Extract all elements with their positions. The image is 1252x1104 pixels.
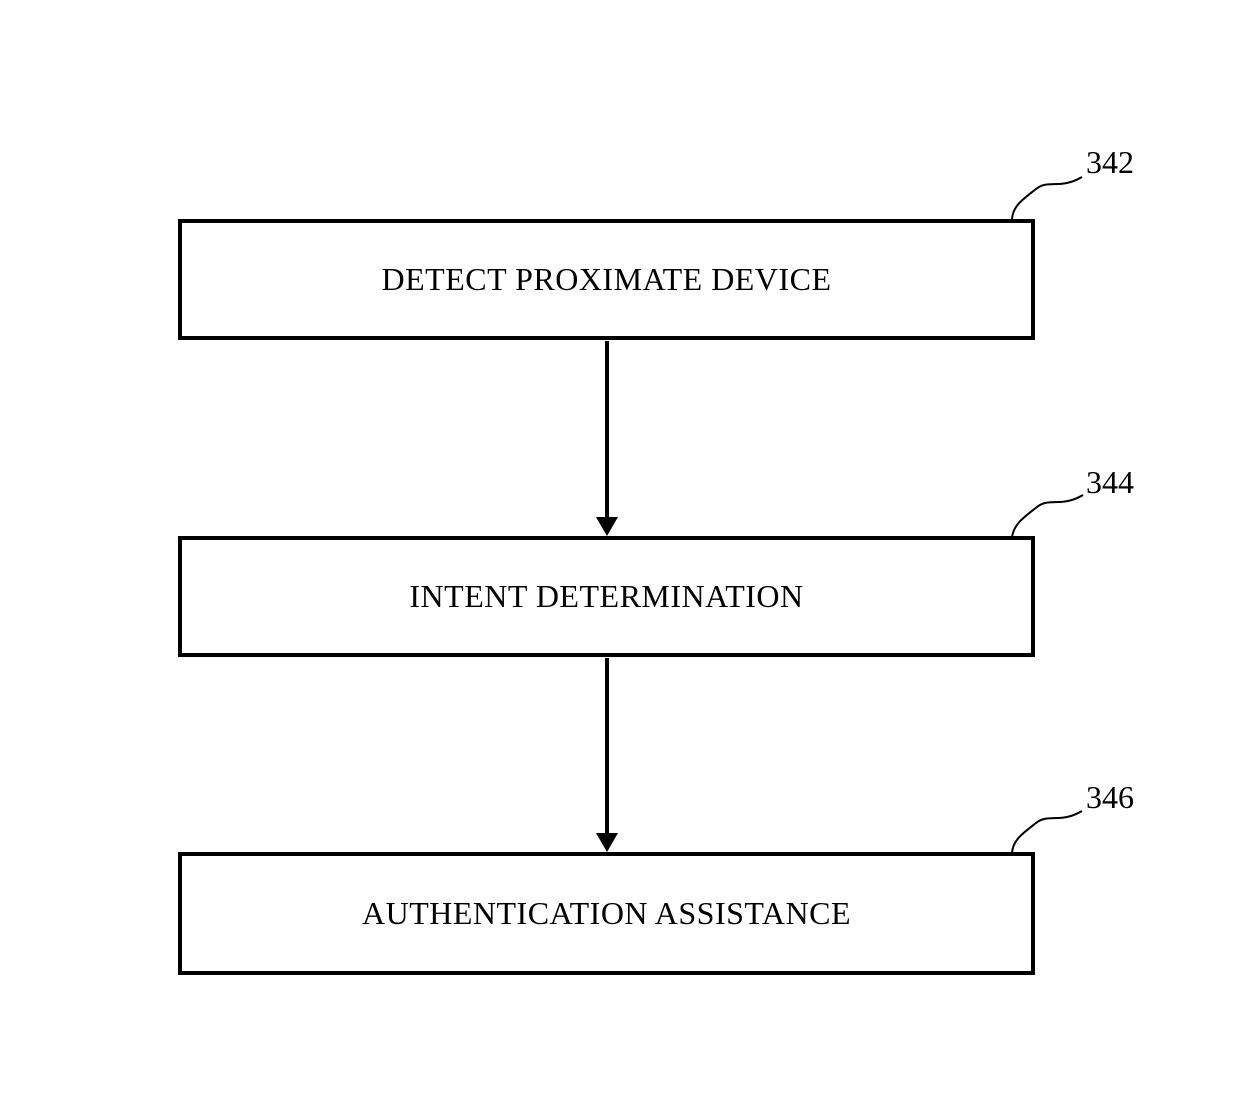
flow-box-intent-determination: INTENT DETERMINATION — [178, 536, 1035, 657]
flow-box-label: INTENT DETERMINATION — [409, 578, 804, 614]
arrowhead-down-icon — [596, 833, 618, 852]
ref-numeral-344: 344 — [1086, 464, 1134, 500]
flow-box-label: DETECT PROXIMATE DEVICE — [381, 261, 832, 297]
ref-numeral-342: 342 — [1086, 144, 1134, 180]
flow-box-label: AUTHENTICATION ASSISTANCE — [361, 895, 852, 931]
flow-box-detect-proximate-device: DETECT PROXIMATE DEVICE — [178, 219, 1035, 340]
leader-line-346 — [1011, 810, 1083, 854]
ref-numeral-346: 346 — [1086, 779, 1134, 815]
flow-box-authentication-assistance: AUTHENTICATION ASSISTANCE — [178, 852, 1035, 975]
leader-line-342 — [1011, 176, 1083, 220]
leader-line-344 — [1011, 494, 1084, 538]
arrowhead-down-icon — [596, 517, 618, 536]
